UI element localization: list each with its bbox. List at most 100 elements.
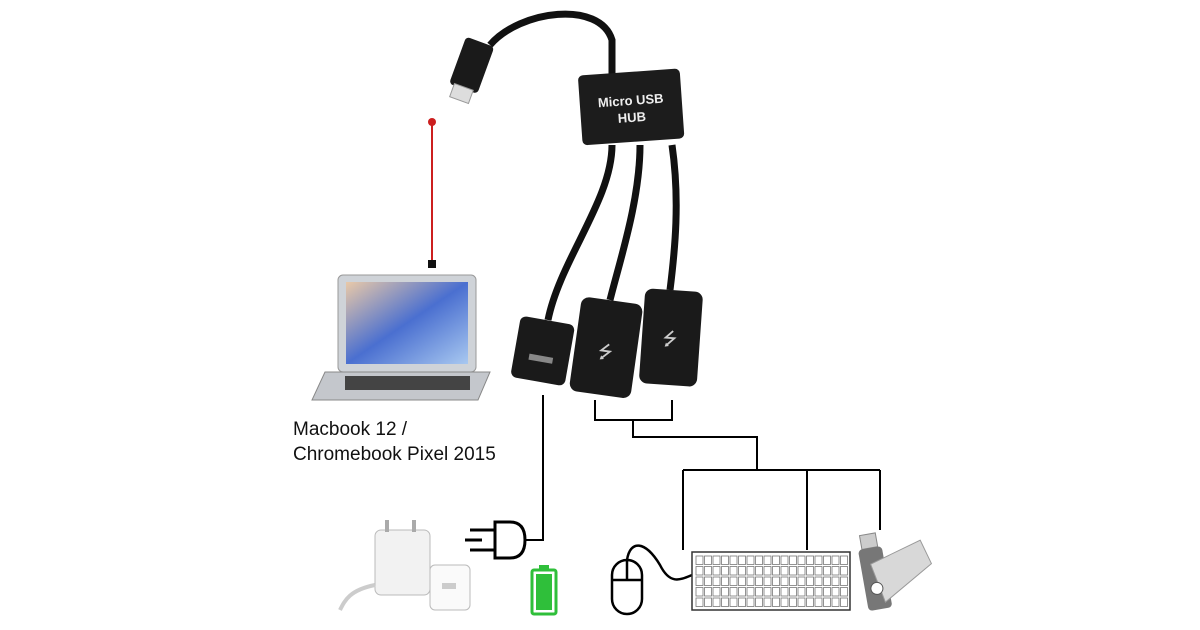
keyboard-key — [729, 597, 738, 607]
keyboard-key — [806, 597, 814, 607]
keyboard-key — [840, 587, 848, 597]
keyboard-key — [806, 576, 814, 586]
keyboard-key — [712, 555, 721, 565]
keyboard-key — [695, 555, 704, 565]
keyboard-key — [831, 576, 840, 586]
keyboard-key — [840, 566, 848, 576]
keyboard-key — [806, 566, 814, 576]
keyboard-key — [704, 587, 712, 597]
keyboard-key — [789, 566, 797, 576]
keyboard-key — [755, 566, 763, 576]
main-cable — [487, 10, 616, 75]
keyboard-key — [763, 555, 772, 565]
keyboard-key — [780, 597, 789, 607]
keyboard-key — [738, 597, 746, 607]
keyboard-key — [814, 597, 823, 607]
keyboard-key — [797, 587, 806, 597]
keyboard-key — [772, 587, 780, 597]
usb-flash-drive-icon — [858, 532, 933, 611]
keyboard-key — [789, 587, 797, 597]
keyboard-key — [823, 555, 831, 565]
keyboard-key — [746, 576, 755, 586]
keyboard-key — [738, 576, 746, 586]
keyboard-key — [746, 555, 755, 565]
keyboard-key — [831, 566, 840, 576]
keyboard-key — [763, 587, 772, 597]
keyboard-key — [704, 566, 712, 576]
keyboard-key — [814, 555, 823, 565]
keyboard-key — [780, 576, 789, 586]
keyboard-key — [721, 587, 729, 597]
keyboard-key — [721, 576, 729, 586]
mouse-icon — [610, 544, 693, 616]
keyboard-key — [755, 555, 763, 565]
keyboard-key — [738, 566, 746, 576]
keyboard-key — [806, 555, 814, 565]
keyboard-key — [780, 587, 789, 597]
keyboard-key — [755, 597, 763, 607]
laptop-caption-line1: Macbook 12 / — [293, 419, 408, 440]
keyboard-key — [695, 566, 704, 576]
keyboard-key — [823, 587, 831, 597]
keyboard-key — [712, 587, 721, 597]
keyboard-key — [831, 587, 840, 597]
keyboard-icon — [691, 551, 851, 611]
keyboard-key — [814, 566, 823, 576]
keyboard-key — [823, 566, 831, 576]
keyboard-key — [789, 555, 797, 565]
keyboard-key — [814, 587, 823, 597]
keyboard-key — [797, 576, 806, 586]
keyboard-key — [831, 555, 840, 565]
keyboard-key — [721, 566, 729, 576]
keyboard-key — [738, 587, 746, 597]
otg-connector — [511, 316, 575, 386]
usb-symbol-icon: ⭍ — [662, 328, 678, 349]
keyboard-key — [721, 597, 729, 607]
keyboard-key — [780, 566, 789, 576]
usb-symbol-icon: ⭍ — [597, 341, 615, 363]
hub-label-line2: HUB — [617, 109, 646, 126]
keyboard-key — [704, 576, 712, 586]
connection-lines — [520, 395, 881, 550]
keyboard-key — [772, 555, 780, 565]
keyboard-key — [763, 566, 772, 576]
keyboard-key — [729, 566, 738, 576]
keyboard-key — [729, 576, 738, 586]
keyboard-key — [772, 597, 780, 607]
keyboard-key — [806, 587, 814, 597]
keyboard-key — [823, 576, 831, 586]
keyboard-key — [746, 566, 755, 576]
usb-female-connector-1: ⭍ — [569, 297, 643, 398]
keyboard-key — [755, 576, 763, 586]
usb-female-connector-2: ⭍ — [639, 288, 703, 387]
keyboard-key — [695, 597, 704, 607]
keyboard-key — [746, 597, 755, 607]
branch-cable-usb1 — [606, 144, 644, 301]
keyboard-key — [721, 555, 729, 565]
keyboard-key — [772, 566, 780, 576]
keyboard-key — [695, 576, 704, 586]
branch-cable-usb2 — [666, 144, 680, 291]
wall-charger-icon — [338, 520, 471, 611]
keyboard-key — [823, 597, 831, 607]
keyboard-key — [840, 555, 848, 565]
keyboard-key — [729, 555, 738, 565]
keyboard-key — [712, 566, 721, 576]
laptop-icon — [311, 274, 491, 401]
keyboard-key — [695, 587, 704, 597]
keyboard-key — [814, 576, 823, 586]
keyboard-key — [704, 555, 712, 565]
keyboard-key — [789, 597, 797, 607]
keyboard-key — [840, 597, 848, 607]
micro-usb-plug-icon — [449, 37, 494, 105]
keyboard-key — [840, 576, 848, 586]
keyboard-key — [746, 587, 755, 597]
hub-box: Micro USB HUB — [578, 68, 685, 146]
keyboard-key — [763, 576, 772, 586]
keyboard-key — [797, 555, 806, 565]
keyboard-key — [712, 597, 721, 607]
power-plug-icon — [465, 520, 527, 560]
keyboard-key — [712, 576, 721, 586]
hub-label-line1: Micro USB — [597, 91, 664, 111]
